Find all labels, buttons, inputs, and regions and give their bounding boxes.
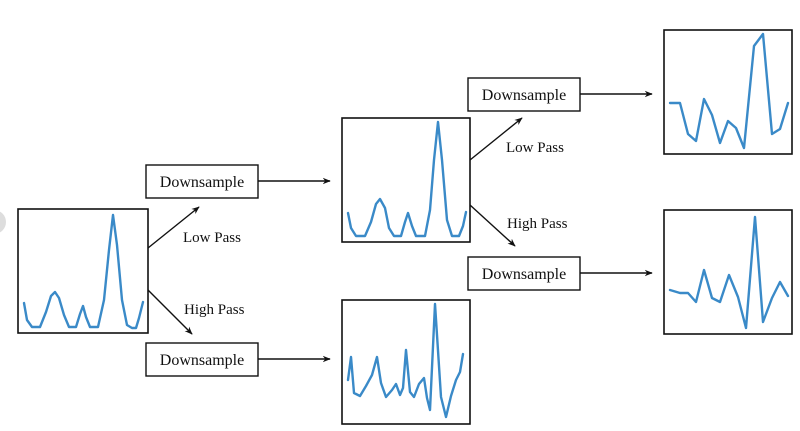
arrow-low-pass-1 — [147, 206, 200, 249]
level1-high-signal-curve — [346, 302, 465, 419]
downsample-label: Downsample — [160, 174, 244, 191]
arrow-low-pass-2 — [469, 117, 523, 161]
level2-high-signal-curve — [668, 215, 790, 330]
high-pass-label-1: High Pass — [184, 302, 245, 318]
downsample-label: Downsample — [482, 87, 566, 104]
signal-frame-level1-low — [341, 117, 471, 243]
high-pass-label-2: High Pass — [507, 216, 568, 232]
downsample-box-high-2: Downsample — [467, 256, 581, 291]
downsample-box-high-1: Downsample — [145, 342, 259, 377]
downsample-box-low-2: Downsample — [467, 77, 581, 112]
arrow-high-pass-2 — [469, 204, 516, 247]
downsample-label: Downsample — [160, 352, 244, 369]
low-pass-label-1: Low Pass — [183, 230, 241, 246]
signal-frame-original — [17, 208, 149, 334]
level2-low-signal-curve — [668, 32, 790, 150]
edge-circle — [0, 211, 6, 233]
downsample-label: Downsample — [482, 266, 566, 283]
original-signal-curve — [22, 213, 145, 330]
level1-low-signal-curve — [346, 120, 468, 238]
signal-frame-level2-high — [663, 209, 793, 335]
arrow-high-pass-1 — [147, 289, 193, 335]
downsample-box-low-1: Downsample — [145, 164, 259, 199]
signal-frame-level1-high — [341, 299, 471, 425]
signal-frame-level2-low — [663, 29, 793, 155]
low-pass-label-2: Low Pass — [506, 140, 564, 156]
